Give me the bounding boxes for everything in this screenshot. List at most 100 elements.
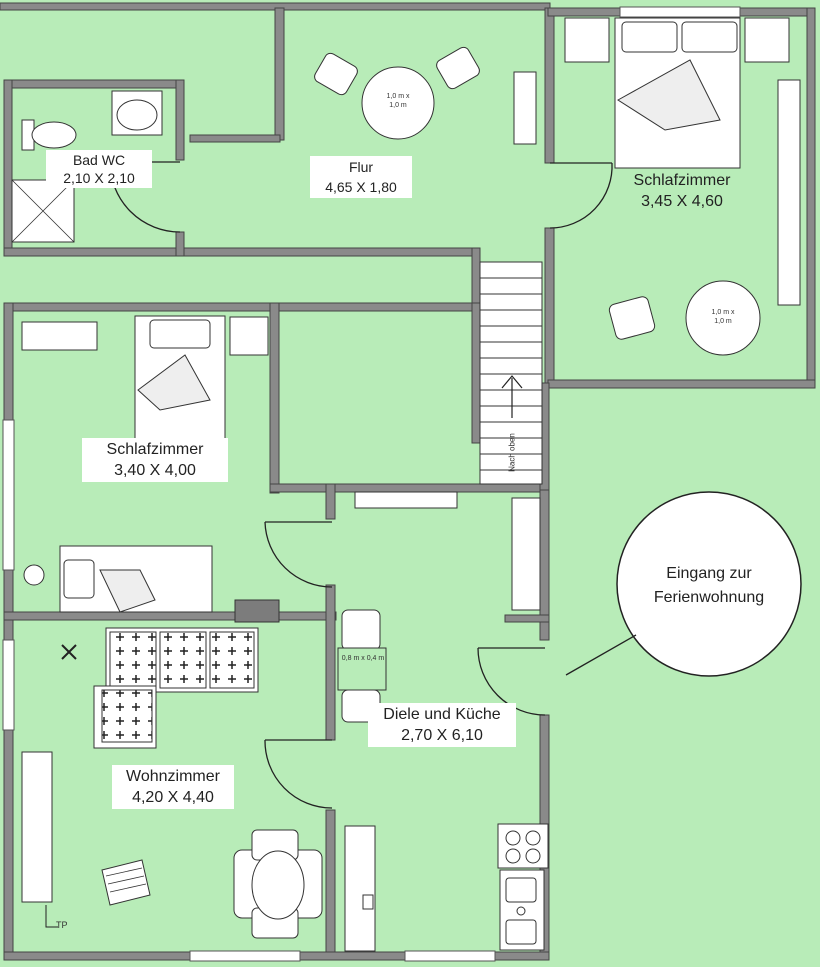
room-name-schlaf-west: Schlafzimmer [106, 441, 204, 458]
room-name-flur: Flur [348, 159, 374, 175]
plant-icon [61, 644, 77, 660]
window-west-bedroom [2, 419, 15, 571]
room-label-flur: Flur 4,65 X 1,80 [310, 156, 412, 198]
wall-east-bedroom-west-upper [544, 7, 555, 164]
room-size-bad: 2,10 X 2,10 [63, 170, 135, 186]
room-label-bad: Bad WC 2,10 X 2,10 [46, 150, 152, 188]
entrance-callout-line2: Ferienwohnung [653, 589, 765, 606]
sofa-bed-pillow [63, 559, 95, 599]
wall-stair-west [471, 302, 481, 444]
wall-mid-upper [325, 483, 336, 520]
door-bedroom-west-swing [264, 521, 333, 588]
east-bedroom-furniture [564, 17, 801, 356]
nightstand-west [229, 316, 269, 356]
doors [109, 161, 613, 809]
wall-east-bedroom-bottom [547, 379, 816, 389]
wall-stub [189, 134, 281, 143]
kitchen-chair-top [341, 609, 381, 651]
room-name-diele: Diele und Küche [383, 706, 501, 723]
table-label-schlaf: 1,0 m x 1,0 m [701, 308, 745, 326]
room-size-flur: 4,65 X 1,80 [325, 179, 397, 195]
room-label-wohn: Wohnzimmer 4,20 X 4,40 [112, 765, 234, 809]
tp-marker [45, 905, 58, 928]
door-bedroom-east-swing [549, 162, 613, 229]
sofa-cushion-2 [159, 631, 207, 689]
pillow-right [681, 21, 738, 53]
wardrobe-east [777, 79, 801, 306]
entrance-callout-bubble [616, 491, 802, 677]
stair-arrow-head [501, 375, 523, 389]
basket-icon [101, 859, 151, 906]
flur-chair-left [314, 52, 358, 96]
window-north-bedroom [619, 6, 741, 18]
table-label-flur: 1,0 m x 1,0 m [376, 92, 420, 110]
burner-2 [525, 830, 541, 846]
kitchen-tall-cabinet [511, 497, 541, 611]
window-west-living [2, 639, 15, 731]
wall-mid-lower [325, 809, 336, 961]
flur-cabinet [513, 71, 537, 145]
sink-tap [516, 906, 526, 916]
basket-weave [105, 867, 147, 893]
entrance-callout-text: Eingang zur Ferienwohnung [622, 562, 796, 610]
entrance-callout-pointer [565, 634, 637, 676]
wall-stair-bottom [269, 483, 546, 493]
door-entry-swing [477, 647, 546, 716]
wall-bad-east-lower [175, 231, 185, 257]
bathroom-fixtures [11, 90, 163, 243]
window-south [189, 950, 301, 962]
wall-east-bedroom-west-lower [544, 227, 555, 384]
west-bedroom-furniture [21, 315, 269, 613]
table-label-schlaf-line2: 1,0 m [714, 318, 732, 325]
sink-bowl-1 [505, 877, 537, 903]
wall-bedroom-bottom-left [3, 611, 237, 621]
bedroom-chair [608, 296, 656, 340]
room-size-schlaf-west: 3,40 X 4,00 [114, 462, 196, 479]
duvet-west [137, 354, 211, 411]
shower-cross [11, 179, 75, 243]
room-size-wohn: 4,20 X 4,40 [132, 789, 214, 806]
sink-bowl-2 [505, 919, 537, 945]
flur-table [361, 66, 435, 140]
wall-flur-west [274, 7, 285, 141]
burner-1 [505, 830, 521, 846]
burner-4 [525, 848, 541, 864]
wall-bedroom-east [269, 302, 280, 494]
kitchen-tap [362, 894, 374, 910]
table-label-flur-line2: 1,0 m [389, 102, 407, 109]
windows [2, 6, 741, 962]
shelf-living [21, 751, 53, 903]
dresser [21, 321, 98, 351]
kitchen-table [337, 647, 387, 691]
door-living-swing [264, 739, 333, 809]
stove [497, 823, 549, 869]
room-name-bad: Bad WC [72, 152, 126, 168]
room-name-wohn: Wohnzimmer [126, 768, 220, 785]
bedroom-table [685, 280, 761, 356]
flur-furniture [314, 46, 537, 145]
tp-label: TP [56, 920, 68, 930]
kitchen-furniture [337, 491, 549, 952]
wall-middle [3, 302, 481, 312]
armchair-cushion [101, 689, 153, 743]
kitchen-upper-shelf [354, 491, 458, 509]
window-south-kitchen [404, 950, 496, 962]
table-label-schlaf-line1: 1,0 m x [711, 309, 735, 316]
stairs-label: Nach oben [507, 433, 517, 472]
sofa-cushion-3 [209, 631, 255, 689]
sofa-cushion-1 [109, 631, 157, 689]
kitchen-counter-west [344, 825, 376, 952]
washbasin-bowl [116, 99, 158, 131]
nightstand-left [564, 17, 610, 63]
lamp-west [23, 564, 45, 586]
room-size-schlaf-ost: 3,45 X 4,60 [641, 193, 723, 210]
room-size-diele: 2,70 X 6,10 [401, 727, 483, 744]
washbasin [111, 90, 163, 136]
wall-bad-west [3, 79, 13, 256]
nightstand-right [744, 17, 790, 63]
wall-kitchen-stub [504, 614, 550, 623]
table-label-flur-line1: 1,0 m x [386, 93, 410, 100]
wall-bad-top [3, 79, 185, 89]
room-label-schlaf-ost: Schlafzimmer 3,45 X 4,60 [612, 170, 752, 212]
